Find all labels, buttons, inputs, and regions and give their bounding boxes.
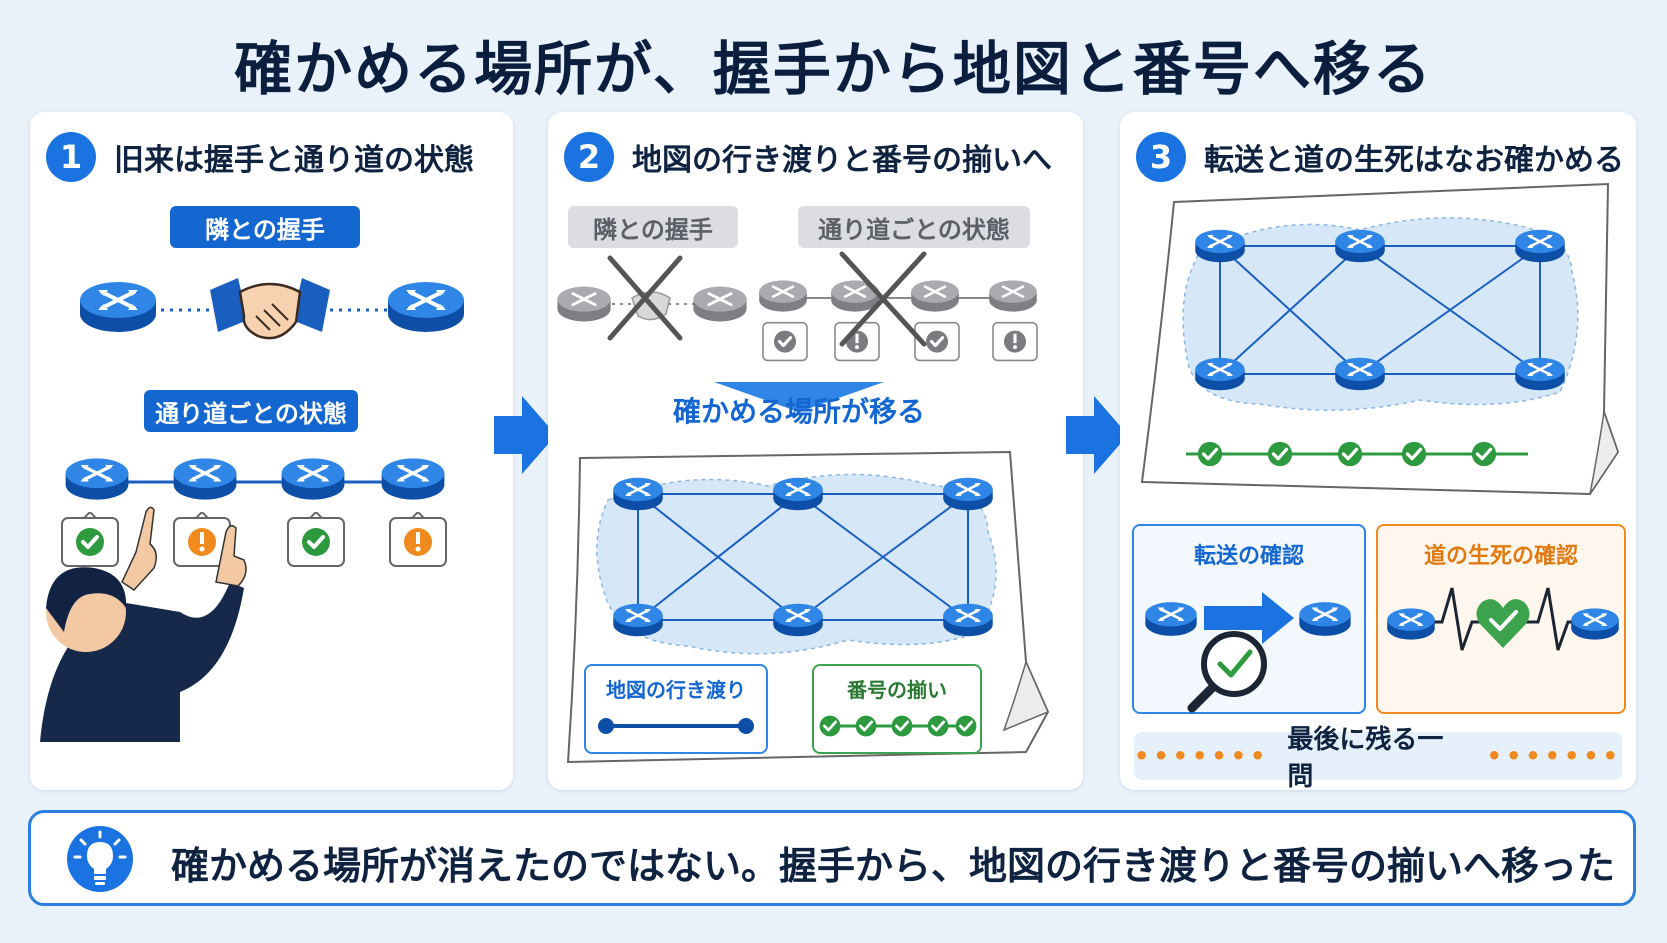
router-icon: [612, 476, 664, 512]
number-align-label: 番号の揃い: [847, 678, 947, 702]
legacy-path-diagram: [40, 456, 447, 742]
liveness-check-label: 道の生死の確認: [1423, 544, 1578, 569]
panel-legacy: 1 旧来は握手と通り道の状態 隣との握手 通り道ごとの状態: [30, 112, 513, 790]
decorative-dots: •••••••: [1134, 742, 1270, 770]
last-question-label: 最後に残る一問: [1287, 725, 1444, 792]
shift-label: 確かめる場所が移る: [672, 395, 925, 428]
arrow-icon: [494, 396, 556, 474]
check-icon: [926, 714, 950, 738]
router-icon: [692, 285, 748, 323]
panel-transition: 2 地図の行き渡りと番号の揃いへ 隣との握手 通り道ごとの状態: [548, 112, 1083, 790]
check-icon: [854, 714, 878, 738]
map-icon: [1140, 182, 1620, 496]
router-icon: [612, 602, 664, 638]
warning-icon: [389, 512, 447, 567]
check-icon: [818, 714, 842, 738]
router-icon: [942, 476, 994, 512]
liveness-diagram: [1386, 587, 1620, 651]
router-icon: [1194, 228, 1246, 264]
router-icon: [1194, 356, 1246, 392]
check-icon: [60, 512, 120, 568]
cross-icon: [839, 251, 927, 347]
router-icon: [1386, 607, 1436, 641]
decorative-dots: •••••••: [1486, 742, 1622, 770]
check-icon: [1400, 440, 1428, 468]
cross-icon: [607, 255, 683, 341]
panel-remaining-checks: 3 転送と道の生死はなお確かめる: [1120, 112, 1636, 792]
down-arrow-icon: [714, 382, 884, 412]
check-icon: [1470, 440, 1498, 468]
map-spread-label: 地図の行き渡り: [606, 678, 746, 702]
check-icon: [761, 321, 809, 362]
conclusion-banner: 確かめる場所が消えたのではない。握手から、地図の行き渡りと番号の揃いへ移った: [28, 810, 1636, 906]
router-icon: [380, 456, 446, 502]
forwarding-diagram: [1144, 592, 1352, 713]
panel-3-title: 転送と道の生死はなお確かめる: [1204, 143, 1624, 178]
router-icon: [1570, 607, 1620, 641]
router-icon: [1514, 356, 1566, 392]
check-icon: [1266, 440, 1294, 468]
router-icon: [1334, 356, 1386, 392]
arrow-icon: [1066, 396, 1128, 474]
router-icon: [910, 279, 960, 313]
verified-map-diagram: [1140, 182, 1620, 496]
handshake-icon: [210, 278, 330, 340]
router-icon: [556, 285, 612, 323]
map-spread-box: 地図の行き渡り: [584, 664, 768, 754]
last-question-bar: ••••••• 最後に残る一問 •••••••: [1134, 725, 1622, 792]
router-icon: [64, 456, 130, 502]
step-number-2: 2: [564, 132, 614, 182]
page-title: 確かめる場所が、握手から地図と番号へ移る: [234, 35, 1433, 103]
heart-icon: [1476, 599, 1530, 648]
router-icon: [1514, 228, 1566, 264]
router-icon: [758, 279, 808, 313]
check-icon: [954, 714, 978, 738]
lightbulb-icon: [67, 826, 133, 892]
router-icon: [1298, 600, 1352, 638]
router-icon: [772, 476, 824, 512]
step-number-1: 1: [46, 132, 96, 182]
map-spread-line: [598, 718, 754, 734]
person-icon: [40, 506, 247, 742]
warning-icon: [992, 321, 1038, 362]
panel-1-header: 1 旧来は握手と通り道の状態: [46, 132, 474, 182]
router-icon: [772, 602, 824, 638]
router-icon: [988, 279, 1038, 313]
path-state-pill-gray: 通り道ごとの状態: [798, 206, 1030, 248]
router-icon: [172, 456, 238, 502]
forwarding-check-label: 転送の確認: [1193, 544, 1304, 569]
legacy-diagram: [78, 278, 466, 340]
path-state-pill: 通り道ごとの状態: [144, 390, 358, 432]
magnifier-icon: [1187, 631, 1267, 713]
step-number-3: 3: [1136, 132, 1186, 182]
number-align-checks: [818, 714, 978, 738]
check-icon: [1336, 440, 1364, 468]
router-icon: [280, 456, 346, 502]
router-icon: [942, 602, 994, 638]
number-align-box: 番号の揃い: [812, 664, 982, 754]
router-icon: [1334, 228, 1386, 264]
panel-3-header: 3 転送と道の生死はなお確かめる: [1136, 132, 1624, 182]
handshake-pill: 隣との握手: [170, 206, 360, 248]
conclusion-text: 確かめる場所が消えたのではない。握手から、地図の行き渡りと番号の揃いへ移った: [171, 844, 1616, 888]
check-icon: [286, 512, 346, 568]
panel-1-title: 旧来は握手と通り道の状態: [114, 143, 474, 178]
panel-2-title: 地図の行き渡りと番号の揃いへ: [632, 143, 1052, 178]
liveness-check-box: 道の生死の確認: [1376, 524, 1626, 714]
arrow-icon: [1204, 592, 1294, 644]
router-icon: [1144, 600, 1198, 638]
forwarding-check-box: 転送の確認: [1132, 524, 1366, 714]
check-icon: [890, 714, 914, 738]
check-icon: [1196, 440, 1224, 468]
panel-2-header: 2 地図の行き渡りと番号の揃いへ: [564, 132, 1052, 182]
handshake-pill-gray: 隣との握手: [568, 206, 738, 248]
